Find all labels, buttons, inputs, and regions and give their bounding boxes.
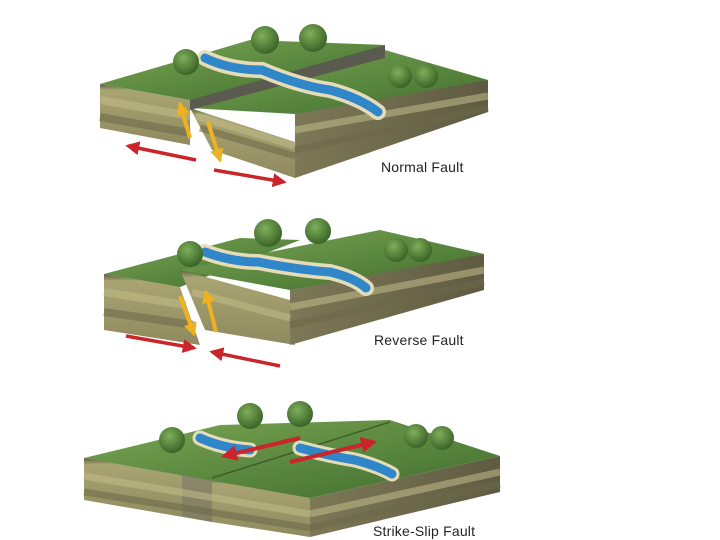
river xyxy=(200,247,371,293)
ground-surface xyxy=(190,50,488,114)
strike-slip-fault-caption: Strike-Slip Fault xyxy=(373,523,476,539)
river xyxy=(295,443,397,479)
strike-slip-fault-block xyxy=(83,401,501,537)
ground-surface xyxy=(180,230,484,290)
yellow-slip-arrow xyxy=(178,289,218,337)
ground-surface xyxy=(104,238,300,287)
reverse-fault-caption: Reverse Fault xyxy=(374,332,464,348)
reverse-fault-block xyxy=(103,218,485,368)
red-stress-arrow xyxy=(125,334,281,368)
tree-icon xyxy=(177,218,432,267)
red-stress-arrow xyxy=(125,141,287,188)
tree-icon xyxy=(173,24,438,88)
river xyxy=(200,53,383,117)
rock-strata xyxy=(99,96,191,137)
rock-strata xyxy=(103,288,195,329)
red-stress-arrow xyxy=(220,436,378,464)
normal-fault-block xyxy=(99,24,489,188)
rock-strata xyxy=(83,468,501,532)
rock-strata xyxy=(194,92,489,160)
block-front-face xyxy=(104,274,200,345)
tree-icon xyxy=(159,401,454,453)
normal-fault-caption: Normal Fault xyxy=(381,159,464,175)
yellow-slip-arrow xyxy=(176,101,224,163)
